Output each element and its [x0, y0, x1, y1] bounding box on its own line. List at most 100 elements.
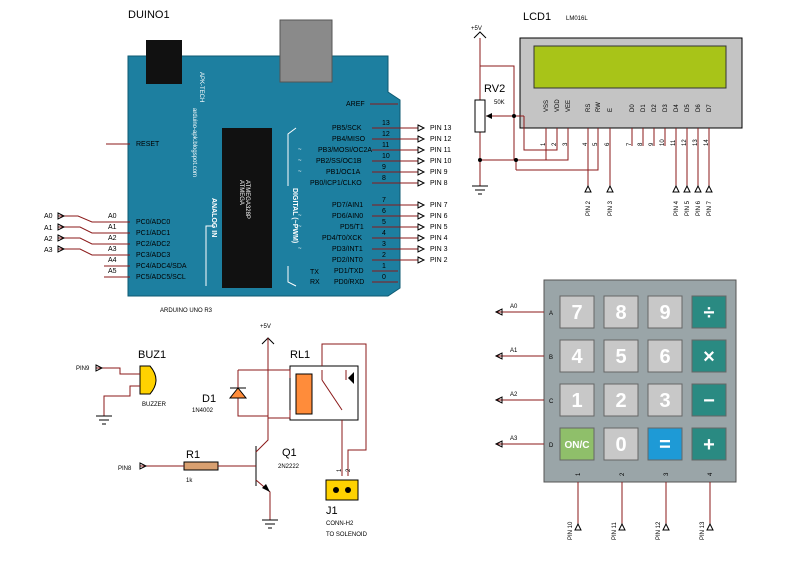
chip-label: ATMEGA328P — [244, 180, 250, 219]
lcd-pin-name: D1 — [641, 104, 647, 112]
digital-pin-number: 3 — [382, 241, 386, 248]
resistor-ref: R1 — [186, 449, 200, 461]
digital-pin-row: PD7/AIN1 7 PIN 7 — [332, 197, 448, 209]
transistor-legs — [255, 436, 271, 520]
keypad-key[interactable] — [603, 383, 639, 417]
junction-dot — [512, 114, 516, 118]
digital-pin-name: PB5/SCK — [332, 125, 362, 132]
keypad-key[interactable] — [691, 383, 727, 417]
lcd-pin-number: 4 — [583, 142, 589, 146]
net-wire-a3 — [58, 248, 104, 256]
analog-pin-number: A2 — [108, 235, 117, 242]
keypad-row-net: A2 — [510, 392, 518, 398]
digital-pin-name: PB2/SS/OC1B — [316, 158, 362, 165]
keypad-row-label: C — [549, 399, 554, 405]
digital-pin-number: 12 — [382, 131, 390, 138]
net-arrow — [618, 522, 626, 531]
digital-bracket-bottom — [287, 266, 297, 287]
digital-pin-name: PB0/ICP1/CLKO — [310, 180, 362, 187]
lcd-pin-number: 9 — [649, 142, 655, 146]
net-arrow — [417, 124, 426, 132]
pwm-tilde: ~ — [298, 169, 302, 175]
analog-net-label: A2 — [44, 236, 53, 243]
connector-body — [325, 479, 359, 501]
keypad-key[interactable] — [559, 295, 595, 329]
net-arrow — [494, 308, 503, 316]
digital-pin-number: 4 — [382, 230, 386, 237]
keypad-key[interactable] — [603, 427, 639, 461]
keypad-key[interactable] — [559, 383, 595, 417]
connector-note: TO SOLENOID — [326, 532, 368, 538]
net-arrow — [705, 184, 713, 193]
connector-pin-label: 1 — [337, 468, 343, 472]
digital-net-label: PIN 2 — [430, 257, 448, 264]
lcd-pin-name: RW — [596, 102, 602, 112]
coil-top-wire — [268, 369, 291, 378]
digital-pin-row: PB1/OC1A 9 PIN 9 — [326, 164, 448, 176]
aref-label: AREF — [346, 101, 365, 108]
lcd-pin-number: 2 — [552, 142, 558, 146]
connector-pin-label: 2 — [346, 468, 352, 472]
keypad-key[interactable] — [559, 339, 595, 373]
net-arrow — [494, 440, 503, 448]
analog-pin-row: PC2/ADC2 A2 A2 — [44, 235, 170, 248]
digital-bracket-top — [287, 127, 297, 186]
digital-pin-row: PD0/RXD 0 — [334, 274, 398, 286]
analog-net-label: A3 — [44, 247, 53, 254]
keypad-row-net: A0 — [510, 304, 518, 310]
net-wire-a0 — [58, 215, 104, 223]
net-arrow-a3 — [57, 245, 66, 253]
keypad-col-net: PIN 11 — [612, 521, 618, 540]
keypad-key-label: 4 — [571, 346, 583, 368]
analog-pin-row: PC4/ADC4/SDA A4 — [104, 257, 187, 270]
keypad-key[interactable] — [691, 427, 727, 461]
lcd-pin-name: VDD — [555, 99, 561, 112]
digital-net-label: PIN 11 — [430, 147, 451, 154]
pot-value: 50K — [494, 100, 505, 106]
keypad-key-label: 0 — [615, 434, 626, 456]
digital-pin-number: 11 — [382, 142, 389, 149]
digital-pin-row: PB2/SS/OC1B 10 PIN 10 — [316, 153, 452, 165]
analog-pin-row: PC3/ADC3 A3 A3 — [44, 246, 170, 259]
analog-pin-row: PC0/ADC0 A0 A0 — [44, 213, 170, 226]
lcd-ref: LCD1 — [523, 11, 551, 23]
digital-pin-name: PB1/OC1A — [326, 169, 361, 176]
lcd-pins: VSS1VDD2VEE3RS4RW5E6D07D18D29D310D411D51… — [541, 99, 713, 216]
keypad-col-label: 2 — [620, 472, 626, 476]
keypad-key[interactable] — [603, 339, 639, 373]
keypad-key[interactable] — [559, 427, 595, 461]
supply-arrow — [473, 31, 487, 39]
keypad-key[interactable] — [647, 427, 683, 461]
digital-pin-name: PD6/AIN0 — [332, 213, 363, 220]
digital-pin-number: 9 — [382, 164, 386, 171]
net-arrow-a1 — [57, 223, 66, 231]
net-arrow — [95, 364, 104, 372]
diode-ref: D1 — [202, 393, 216, 405]
connector-pin — [333, 487, 339, 493]
digital-net-label: PIN 4 — [430, 235, 448, 242]
digital-label: DIGITAL (~PWM) — [291, 188, 298, 243]
reset-label: RESET — [136, 141, 160, 148]
analog-pin-name: PC5/ADC5/SCL — [136, 274, 186, 281]
pot-supply-label: +5V — [471, 26, 482, 32]
keypad-key[interactable] — [647, 295, 683, 329]
keypad-key[interactable] — [603, 295, 639, 329]
net-arrow — [706, 522, 714, 531]
digital-pin-row: PD3/INT1 3 PIN 3 — [332, 241, 448, 253]
digital-pin-row: PD5/T1 5 PIN 5 — [340, 219, 448, 231]
arduino-board: DUINO1 ATMEGA328P ATMEGA APK-TECH arduin… — [106, 9, 401, 314]
digital-pin-row: PD2/INT0 2 PIN 2 — [332, 252, 448, 264]
net-arrow — [672, 184, 680, 193]
keypad-key-label: 5 — [615, 346, 626, 368]
keypad-row-net: A1 — [510, 348, 518, 354]
pwm-tilde: ~ — [298, 147, 302, 153]
keypad-key[interactable] — [691, 339, 727, 373]
digital-net-label: PIN 6 — [430, 213, 448, 220]
lcd-pin-name: D7 — [707, 104, 713, 112]
keypad-key[interactable] — [691, 295, 727, 329]
keypad-col-label: 4 — [708, 472, 714, 476]
relay-body — [289, 365, 359, 421]
keypad-key[interactable] — [647, 383, 683, 417]
keypad-row-label: A — [549, 311, 553, 317]
keypad-key[interactable] — [647, 339, 683, 373]
